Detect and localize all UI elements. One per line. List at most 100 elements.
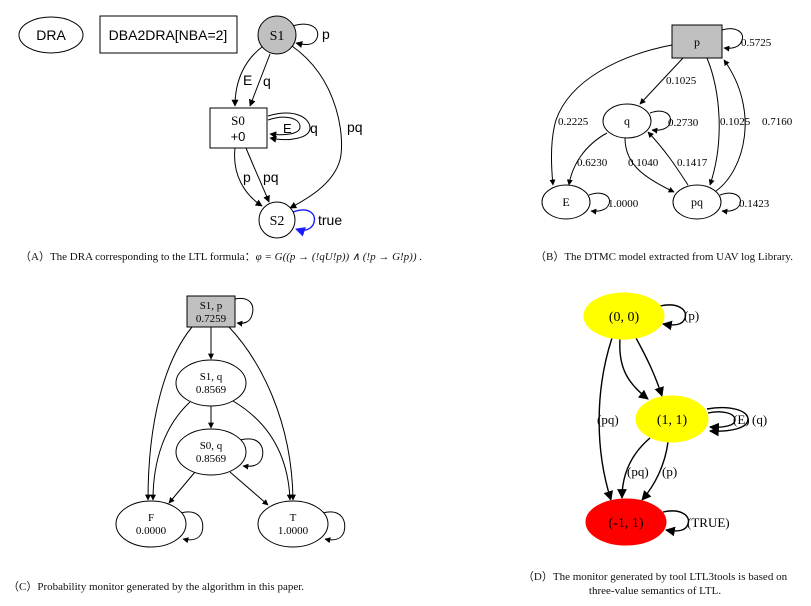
edge-label-11-m11-p: (p) xyxy=(662,464,677,479)
edge-label-11-m11-pq: (pq) xyxy=(627,464,649,479)
node-s1-q-name: S1, q xyxy=(200,371,223,383)
node-f-name: F xyxy=(148,512,154,524)
node-1-1: (1, 1) xyxy=(635,395,709,443)
node-s0-acceptance: +0 xyxy=(231,129,246,144)
node-s1-q: S1, q 0.8569 xyxy=(175,359,247,407)
node-0-0: (0, 0) xyxy=(583,292,665,340)
edge-label-s0-s2-pq: pq xyxy=(263,169,279,185)
node-t-prob: 1.0000 xyxy=(278,525,309,537)
caption-a: （A）The DRA corresponding to the LTL form… xyxy=(20,248,422,264)
node-e-label: E xyxy=(562,195,569,209)
node-s2-label: S2 xyxy=(270,214,285,229)
edge-label-p-e: 0.2225 xyxy=(558,116,589,128)
panel-d-ltl3-monitor: (p) (pq) (E) (q) (pq) (p) (TRUE) (0, 0) … xyxy=(583,292,767,546)
edge-e-self xyxy=(588,192,611,215)
node-s1-p-name: S1, p xyxy=(200,300,223,312)
edge-s1-self xyxy=(292,23,319,48)
edge-s0-s2-pq xyxy=(245,147,270,203)
edge-q-e xyxy=(566,132,608,186)
edge-11-m11-p xyxy=(641,441,669,501)
node-p: p xyxy=(671,24,723,59)
node-q: q xyxy=(602,103,652,139)
edge-label-p-self: 0.5725 xyxy=(741,37,772,49)
edge-label-s1-s0-q: q xyxy=(263,73,271,89)
edge-p-q xyxy=(639,57,684,105)
edge-11-self-e xyxy=(707,411,736,433)
edge-pq-p xyxy=(715,59,746,192)
edge-pq-q xyxy=(647,131,689,186)
node-t: T 1.0000 xyxy=(257,500,329,548)
edge-s0-self-q xyxy=(267,112,311,143)
legend-dba2dra-box: DBA2DRA[NBA=2] xyxy=(99,15,238,54)
edge-q-pq xyxy=(624,137,675,193)
edge-s0q-t xyxy=(229,471,269,506)
edge-label-s1-self: p xyxy=(322,26,330,42)
node-0-0-label: (0, 0) xyxy=(609,310,640,325)
node-pq-label: pq xyxy=(691,195,703,209)
edge-label-q-self: 0.2730 xyxy=(668,117,699,129)
edge-p-e xyxy=(549,44,673,186)
node-s1-p: S1, p 0.7259 xyxy=(186,295,236,328)
caption-b: （B）The DTMC model extracted from UAV log… xyxy=(535,251,793,263)
edge-s1q-f xyxy=(150,401,191,501)
caption-c: （C）Probability monitor generated by the … xyxy=(8,581,305,593)
edge-label-m11-self: (TRUE) xyxy=(687,515,730,530)
panel-b-dtmc: 0.5725 0.1025 0.2225 0.1025 0.7160 0.273… xyxy=(541,24,793,220)
caption-a-prefix: （A）The DRA corresponding to the LTL form… xyxy=(20,251,256,263)
node-s0-q-name: S0, q xyxy=(200,440,223,452)
panel-c-probability-monitor: S1, p 0.7259 S1, q 0.8569 S0, q 0.8569 F… xyxy=(115,295,346,548)
edge-label-s0-s2-p: p xyxy=(243,169,251,185)
edge-s0q-self xyxy=(239,438,264,470)
edge-label-p-pq: 0.1025 xyxy=(720,116,751,128)
panel-a-dra: DRA DBA2DRA[NBA=2] p E q pq E q p pq tru… xyxy=(18,15,363,239)
node-s0-q-prob: 0.8569 xyxy=(196,453,227,465)
edge-s0-self-e xyxy=(267,116,301,139)
edge-p-self xyxy=(721,28,744,52)
edge-label-11-self-q: (q) xyxy=(752,412,767,427)
edge-label-11-self-e: (E) xyxy=(733,412,750,427)
node-q-label: q xyxy=(624,114,630,128)
edge-label-pq-p: 0.7160 xyxy=(762,116,793,128)
edge-00-m11 xyxy=(598,337,613,501)
node-f: F 0.0000 xyxy=(115,500,187,548)
edge-m11-self xyxy=(662,510,690,537)
edge-p-pq xyxy=(706,57,720,186)
edge-label-00-self: (p) xyxy=(684,308,699,323)
node-s2: S2 xyxy=(258,201,296,239)
edge-00-self xyxy=(659,304,687,331)
node-f-prob: 0.0000 xyxy=(136,525,167,537)
node-pq: pq xyxy=(672,184,722,220)
edge-q-self xyxy=(649,110,672,134)
node-s1-q-prob: 0.8569 xyxy=(196,384,227,396)
legend-dra-ellipse: DRA xyxy=(18,16,84,54)
node-s1: S1 xyxy=(257,15,297,55)
edge-s1p-t xyxy=(228,326,296,501)
node-e: E xyxy=(541,184,591,220)
edge-label-s1-s0-e: E xyxy=(243,72,252,88)
edge-f-self xyxy=(180,511,204,544)
node-minus1-1-label: (-1, 1) xyxy=(609,516,644,531)
caption-d-line2: three-value semantics of LTL. xyxy=(588,585,722,597)
edge-pq-self xyxy=(719,192,742,215)
node-s0-label: S0 xyxy=(231,113,245,128)
edge-s2-self-true xyxy=(292,209,316,237)
edge-label-p-q: 0.1025 xyxy=(666,75,697,87)
node-s0: S0 +0 xyxy=(209,107,268,149)
node-1-1-label: (1, 1) xyxy=(657,413,688,428)
edge-s1-s0-e xyxy=(231,46,263,107)
edge-label-pq-q: 0.1417 xyxy=(677,157,708,169)
node-s1-p-prob: 0.7259 xyxy=(196,313,227,325)
edge-00-11-e xyxy=(619,338,649,400)
edge-label-q-pq: 0.1040 xyxy=(628,157,659,169)
edge-label-q-e: 0.6230 xyxy=(577,157,608,169)
edge-s1-s2 xyxy=(289,45,343,209)
caption-a-formula: φ = G((p → (!qU!p)) ∧ (!p → G!p)) xyxy=(255,251,417,263)
edge-11-self-q xyxy=(706,406,749,437)
node-s0-q: S0, q 0.8569 xyxy=(175,428,247,476)
edge-label-s0-self-q: q xyxy=(310,120,318,136)
edge-label-pq-self: 0.1423 xyxy=(739,198,770,210)
caption-a-suffix: . xyxy=(416,251,423,263)
edge-t-self xyxy=(322,511,346,544)
legend-dra-label: DRA xyxy=(36,27,66,43)
edge-s1p-self xyxy=(234,297,254,327)
